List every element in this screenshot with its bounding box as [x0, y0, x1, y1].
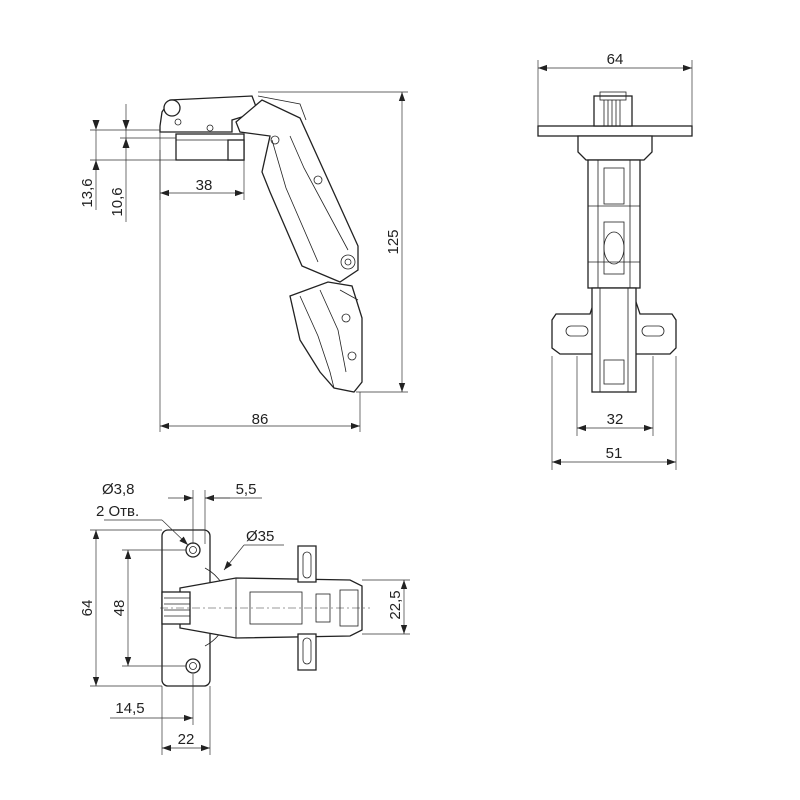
dimension-48: 48 [111, 549, 186, 667]
front-dimension-64: 64 [537, 51, 693, 126]
front-cup-plate [551, 287, 677, 393]
dimension-125-label: 125 [385, 229, 402, 254]
front-mounting-plate [537, 91, 693, 161]
dimension-125: 125 [258, 91, 408, 393]
dimension-14-5-label: 14,5 [115, 700, 144, 717]
side-hinge-arm [235, 95, 359, 283]
cup-diameter-callout: Ø35 [223, 528, 284, 571]
dimension-22-5-label: 22,5 [387, 590, 404, 619]
hole-count-label: 2 Отв. [96, 503, 139, 520]
dimension-22-5: 22,5 [362, 579, 410, 635]
front-dimension-64-label: 64 [607, 51, 624, 68]
front-dimension-32-label: 32 [607, 411, 624, 428]
plan-hinge-body [160, 545, 370, 671]
plan-dimension-64-label: 64 [79, 600, 96, 617]
dimension-5-5-label: 5,5 [236, 481, 257, 498]
dimension-10-6: 10,6 [109, 104, 176, 222]
dimension-22: 22 [162, 686, 211, 755]
dimension-86-label: 86 [252, 411, 269, 428]
side-hinge-cup [289, 281, 363, 393]
side-view: 38 86 125 13,6 [79, 91, 408, 432]
dimension-86: 86 [159, 132, 361, 432]
dimension-14-5: 14,5 [110, 674, 194, 755]
dimension-13-6-label: 13,6 [79, 178, 96, 207]
front-view: 64 32 51 [537, 51, 693, 470]
dimension-38-label: 38 [196, 177, 213, 194]
side-mounting-plate [159, 95, 259, 161]
front-dimension-51: 51 [551, 356, 677, 470]
plan-view: Ø3,8 2 Отв. Ø35 5,5 64 [79, 481, 410, 755]
dimension-13-6: 13,6 [79, 120, 176, 210]
dimension-5-5: 5,5 [168, 481, 262, 544]
dimension-10-6-label: 10,6 [109, 187, 126, 216]
dimension-22-label: 22 [178, 731, 195, 748]
plan-dimension-64: 64 [79, 529, 162, 687]
hole-diameter-label: Ø3,8 [102, 481, 135, 498]
cup-diameter-label: Ø35 [246, 528, 274, 545]
hole-callout: Ø3,8 2 Отв. [96, 481, 189, 546]
dimension-48-label: 48 [111, 600, 128, 617]
front-hinge-arm [587, 159, 641, 289]
front-dimension-32: 32 [576, 356, 654, 436]
front-dimension-51-label: 51 [606, 445, 623, 462]
